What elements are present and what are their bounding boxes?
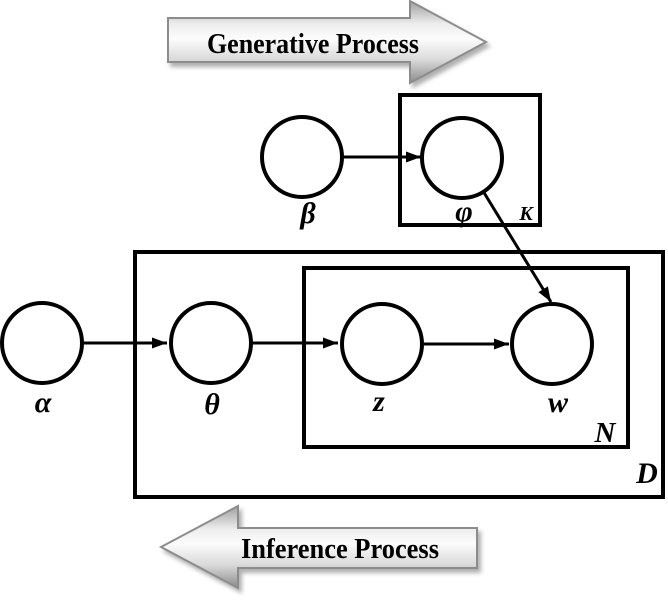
generative-arrow-shape [167,0,489,85]
node-phi: φ [420,116,504,228]
alpha-label: α [35,386,52,419]
alpha-circle [0,301,84,385]
generative-arrow-label: Generative Process [207,28,419,60]
w-label: w [548,386,569,419]
plate-N: N [302,266,630,449]
phi-label: φ [455,195,473,228]
z-label: z [372,385,385,418]
node-w: w [510,302,594,419]
edges [84,151,553,350]
node-theta: θ [169,301,253,421]
w-circle [510,302,594,386]
node-beta: β [260,115,344,230]
plate-K-label: K [518,203,534,225]
plate-D: D [133,250,665,499]
plate-K: K [398,93,542,227]
phi-circle [420,116,504,200]
inference-process-arrow: Inference Process [158,504,478,590]
z-circle [340,302,424,386]
plate-D-border [133,250,665,499]
plate-N-border [302,266,630,449]
generative-process-arrow: Generative Process [167,0,489,85]
plate-N-label: N [594,417,617,449]
node-alpha: α [0,301,84,419]
beta-label: β [299,197,316,230]
node-z: z [340,302,424,418]
inference-arrow-label: Inference Process [241,533,439,565]
theta-circle [169,301,253,385]
edge-phi-to-w [481,190,553,303]
theta-label: θ [204,388,220,421]
plate-K-border [398,93,542,227]
inference-arrow-shape [158,504,478,590]
beta-circle [260,115,344,199]
plate-D-label: D [635,457,658,490]
